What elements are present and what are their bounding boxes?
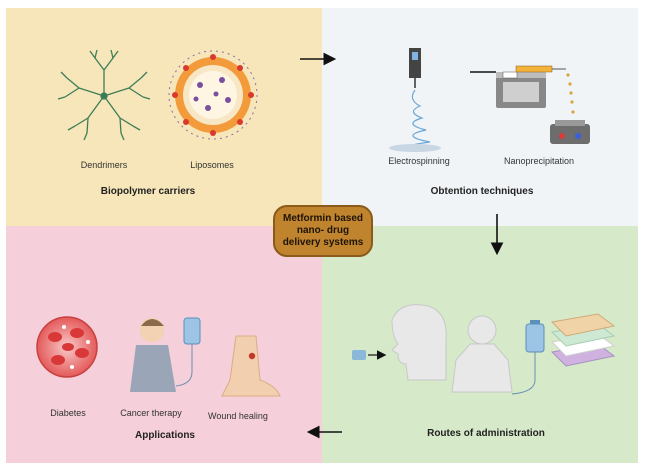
- applications-title: Applications: [134, 430, 196, 441]
- cancer-therapy-icon: [130, 317, 201, 392]
- wound-healing-icon: [221, 335, 281, 397]
- routes-of-administration-title: Routes of administration: [427, 428, 545, 439]
- obtention-techniques-panel: [322, 8, 638, 226]
- diabetes-icon: [36, 316, 98, 378]
- nanoprecipitation-icon: [470, 65, 590, 144]
- biopolymer-carriers-panel: [6, 8, 322, 226]
- cancer-therapy-label: Cancer therapy: [120, 408, 182, 418]
- dendrimers-label: Dendrimers: [80, 160, 128, 170]
- diabetes-label: Diabetes: [50, 408, 86, 418]
- nanoprecipitation-label: Nanoprecipitation: [503, 156, 575, 166]
- electrospinning-label: Electrospinning: [388, 156, 450, 166]
- inhalation-route-icon: [352, 304, 447, 381]
- obtention-techniques-title: Obtention techniques: [430, 186, 534, 197]
- center-topic-label: Metformin based nano- drug delivery syst…: [282, 213, 364, 248]
- liposomes-label: Liposomes: [190, 160, 234, 170]
- biopolymer-carriers-title: Biopolymer carriers: [100, 186, 196, 197]
- dendrimer-icon: [57, 49, 151, 141]
- electrospinning-icon: [389, 48, 441, 152]
- center-topic-box: Metformin based nano- drug delivery syst…: [273, 205, 373, 257]
- liposome-icon: [168, 50, 258, 140]
- wound-healing-label: Wound healing: [208, 411, 268, 421]
- transdermal-route-icon: [550, 313, 616, 367]
- intravenous-route-icon: [451, 315, 545, 395]
